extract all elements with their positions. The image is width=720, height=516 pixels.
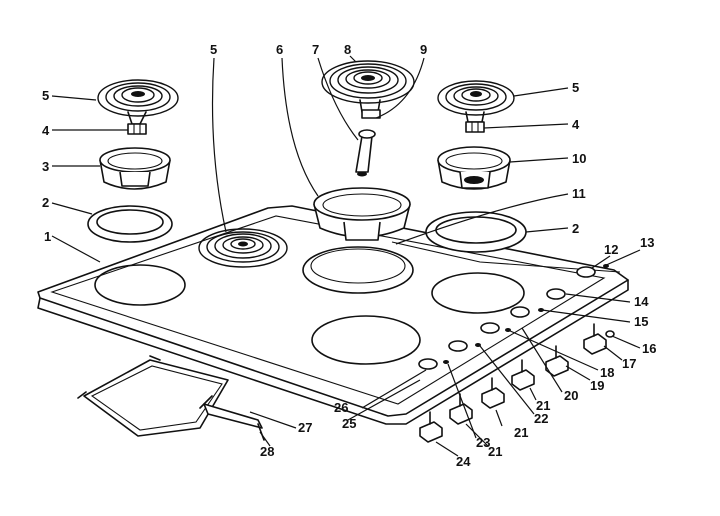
callout-6: 6 <box>276 42 283 57</box>
installed-surface-element <box>198 228 288 268</box>
leader-lines <box>51 55 641 457</box>
callout-1: 1 <box>44 229 51 244</box>
callout-17: 17 <box>622 356 636 371</box>
control-knobs <box>418 264 609 370</box>
surface-element-left <box>97 79 179 125</box>
callout-5-right: 5 <box>572 80 579 95</box>
callout-2-left: 2 <box>42 195 49 210</box>
trim-ring-left <box>87 205 173 243</box>
callout-10: 10 <box>572 151 586 166</box>
infinite-switch <box>583 323 615 355</box>
trim-ring-right <box>425 211 527 253</box>
callout-26: 26 <box>334 400 348 415</box>
surface-element-center <box>321 60 415 119</box>
drip-pan-right <box>437 146 511 190</box>
callout-8: 8 <box>344 42 351 57</box>
switch-21a <box>511 359 535 391</box>
callout-4-right: 4 <box>572 117 580 132</box>
callout-12: 12 <box>604 242 618 257</box>
griddle <box>77 355 265 441</box>
callout-25: 25 <box>342 416 356 431</box>
temperature-sensor <box>355 129 376 177</box>
callout-21-a: 21 <box>536 398 550 413</box>
callout-4-left: 4 <box>42 123 50 138</box>
surface-element-right <box>437 80 515 123</box>
callout-11: 11 <box>572 186 586 201</box>
callout-21-c: 21 <box>514 425 528 440</box>
switch-22 <box>481 377 505 409</box>
callout-13: 13 <box>640 235 654 250</box>
callout-9: 9 <box>420 42 427 57</box>
callout-27: 27 <box>298 420 312 435</box>
switch-19 <box>545 345 569 377</box>
callout-3: 3 <box>42 159 49 174</box>
callout-2-right: 2 <box>572 221 579 236</box>
callout-15: 15 <box>634 314 648 329</box>
drip-pan-left <box>99 147 171 190</box>
callout-19: 19 <box>590 378 604 393</box>
cooktop-main-top <box>37 205 629 425</box>
callout-numbers: 1 2 2 3 4 4 5 5 5 6 7 8 9 10 11 12 13 14… <box>42 42 656 469</box>
callout-16: 16 <box>642 341 656 356</box>
callout-14: 14 <box>634 294 649 309</box>
switch-24 <box>419 411 443 443</box>
callout-20: 20 <box>564 388 578 403</box>
callout-28: 28 <box>260 444 274 459</box>
drip-bowl-center <box>313 187 411 241</box>
callout-21-b: 21 <box>488 444 502 459</box>
callout-22: 22 <box>534 411 548 426</box>
terminal-block-left <box>127 123 147 135</box>
callout-7: 7 <box>312 42 319 57</box>
callout-18: 18 <box>600 365 614 380</box>
callout-23: 23 <box>476 435 490 450</box>
callout-5-left: 5 <box>42 88 49 103</box>
callout-5-center: 5 <box>210 42 217 57</box>
callout-24: 24 <box>456 454 471 469</box>
terminal-block-right <box>465 121 485 133</box>
